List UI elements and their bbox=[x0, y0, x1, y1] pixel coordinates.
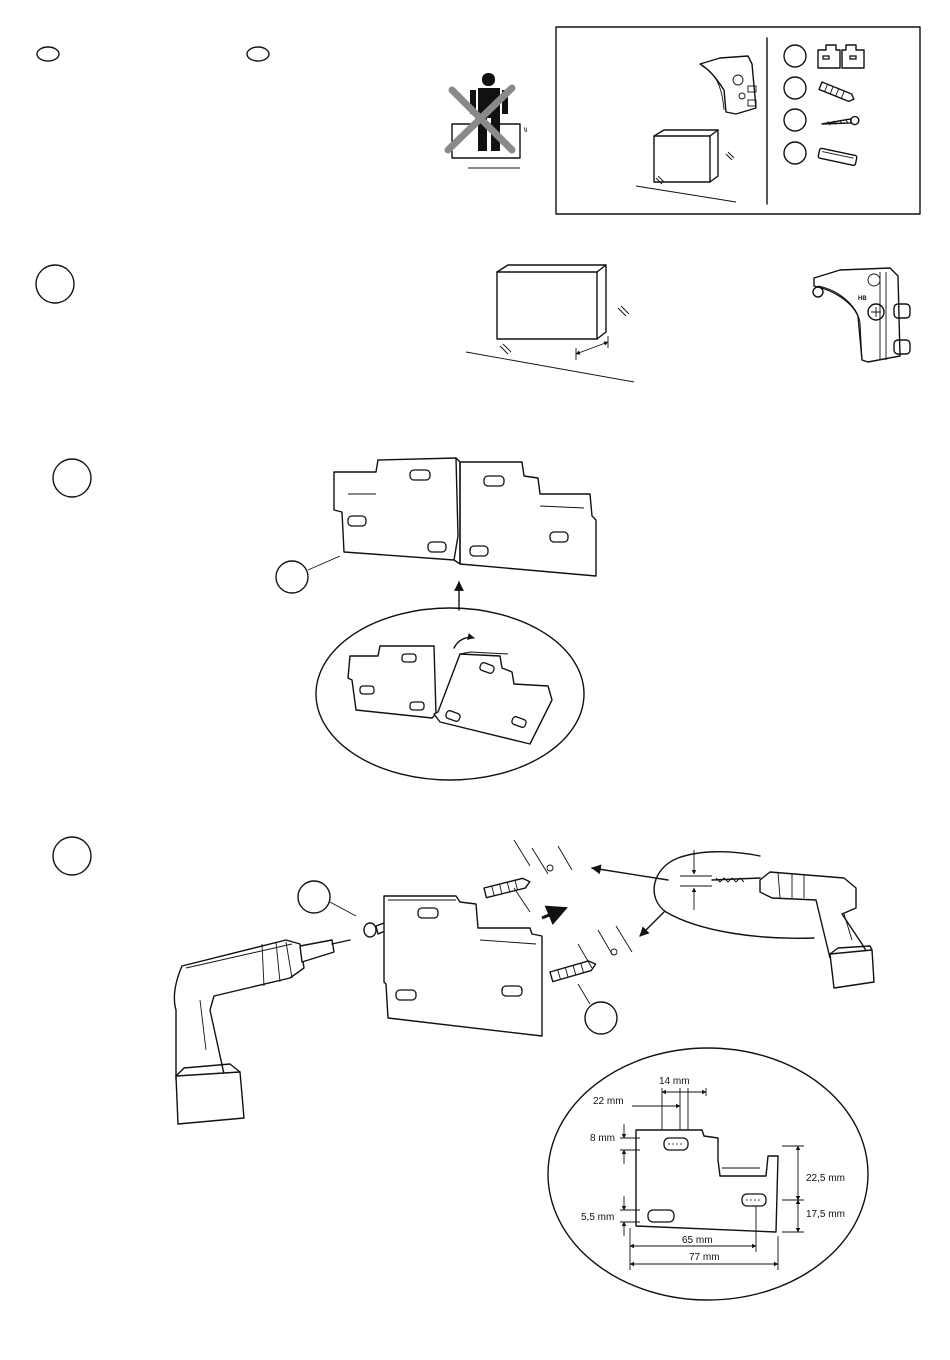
hinge-mark: HB bbox=[858, 296, 867, 302]
language-oval-right bbox=[247, 47, 269, 61]
wall-plug-icon bbox=[819, 82, 855, 103]
cover-cap-icon bbox=[818, 148, 857, 166]
bracket-part-icon bbox=[818, 45, 864, 68]
detail-bubble bbox=[316, 608, 584, 780]
dim-17-5mm: 17,5 mm bbox=[806, 1209, 845, 1220]
contents-frame bbox=[556, 27, 920, 214]
part-b-marker bbox=[784, 77, 806, 99]
dim-65mm: 65 mm bbox=[682, 1235, 713, 1246]
svg-text:\\: \\ bbox=[524, 128, 528, 134]
push-arrow bbox=[542, 908, 566, 918]
wall-bracket bbox=[384, 896, 542, 1036]
dim-77mm: 77 mm bbox=[689, 1252, 720, 1263]
hinge-icon bbox=[700, 56, 756, 114]
part-d-marker bbox=[784, 142, 806, 164]
hinge-icon: HB bbox=[813, 268, 910, 362]
crossed-person-icon: \\ bbox=[448, 73, 528, 168]
language-oval-left bbox=[37, 47, 59, 61]
part-c-marker bbox=[784, 109, 806, 131]
dim-22mm: 22 mm bbox=[593, 1096, 624, 1107]
plug-arrow bbox=[640, 912, 664, 936]
drill-icon bbox=[760, 872, 874, 988]
wall-plug-icon bbox=[550, 959, 597, 981]
cabinet-box-icon bbox=[636, 130, 736, 202]
cabinet-icon bbox=[466, 265, 634, 382]
step-2-marker bbox=[53, 459, 91, 497]
drill-arrow bbox=[592, 868, 668, 880]
assembled-bracket-pair bbox=[334, 458, 596, 576]
step-1-marker bbox=[36, 265, 74, 303]
dim-5-5mm: 5,5 mm bbox=[581, 1212, 614, 1223]
wall-plug-icon bbox=[484, 877, 531, 898]
part-a-marker bbox=[784, 45, 806, 67]
part-a-callout bbox=[276, 561, 308, 593]
dim-8mm: 8 mm bbox=[590, 1133, 615, 1144]
dim-14mm: 14 mm bbox=[659, 1076, 690, 1087]
dim-22-5mm: 22,5 mm bbox=[806, 1173, 845, 1184]
screw-part-icon bbox=[822, 116, 860, 128]
part-b-callout bbox=[585, 1002, 617, 1034]
drill-icon bbox=[174, 940, 350, 1124]
step-3-marker bbox=[53, 837, 91, 875]
part-c-callout bbox=[298, 881, 330, 913]
